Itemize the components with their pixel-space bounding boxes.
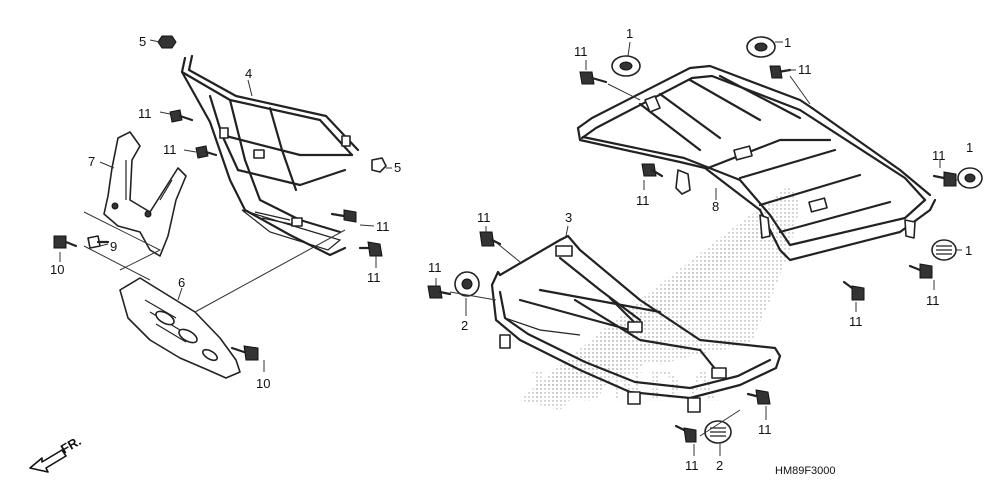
callout-2: 2 [716,458,723,473]
callout-10: 10 [256,376,270,391]
callout-8: 8 [712,199,719,214]
bolt-11-k [427,285,452,299]
callout-5: 5 [139,34,146,49]
bolt-10-b [230,345,259,361]
callout-11: 11 [636,193,650,208]
callout-4: 4 [245,66,252,81]
bolt-11-f [769,65,792,79]
bolt-11-j [479,231,502,247]
callout-11: 11 [163,142,177,157]
callout-11: 11 [758,422,772,437]
honda-wing-watermark: HONDA [520,185,800,410]
leader-lines [59,39,962,456]
front-arrow-indicator: FR. [29,433,84,473]
bolt-10-a [53,235,78,249]
callout-11: 11 [798,62,812,77]
bolt-11-l [842,280,865,301]
callout-1: 1 [784,35,791,50]
callout-11: 11 [926,293,940,308]
grommet-2-a [454,271,480,297]
grommet-2-b [704,420,732,444]
callout-5: 5 [394,160,401,175]
callout-2: 2 [461,318,468,333]
grommet-1-d [931,239,957,261]
fasteners [53,35,983,444]
callout-1: 1 [626,26,633,41]
callout-11: 11 [932,148,946,163]
svg-text:HONDA: HONDA [530,361,724,410]
bolt-11-i [908,263,933,279]
grommet-1-c [957,167,983,189]
callout-11: 11 [685,458,699,473]
bolt-11-d [358,241,383,257]
nut-5-top [157,35,177,49]
grommet-1-a [611,55,641,77]
bolt-9 [87,235,110,249]
callout-11: 11 [428,260,442,275]
callout-7: 7 [88,154,95,169]
front-bracket [103,131,187,257]
callout-9: 9 [110,239,117,254]
bolt-11-n [674,424,697,443]
skid-plate [119,277,241,379]
bolt-11-c [330,209,357,223]
callout-1: 1 [966,140,973,155]
grommet-1-b [746,36,776,58]
callout-11: 11 [376,219,390,234]
bolt-11-a [169,109,194,123]
bolt-11-m [746,389,771,405]
callout-3: 3 [565,210,572,225]
bolt-11-g [641,163,664,178]
diagram-code: HM89F3000 [775,465,836,477]
callout-11: 11 [477,210,491,225]
bolt-11-b [195,145,218,159]
arrow-icon [29,449,67,473]
callout-1: 1 [965,243,972,258]
callout-11: 11 [138,106,152,121]
nut-5-right [371,157,387,173]
bolt-11-h [932,171,957,187]
callout-10: 10 [50,262,64,277]
callout-11: 11 [849,314,863,329]
front-carrier [180,54,360,257]
bolt-11-e [579,71,608,85]
rear-carrier [576,64,937,262]
callout-11: 11 [367,270,381,285]
callout-6: 6 [178,275,185,290]
center-carrier [490,234,782,413]
callouts: 5 4 11 11 7 5 11 9 10 11 6 10 1 11 1 11 … [50,26,973,473]
callout-11: 11 [574,44,588,59]
